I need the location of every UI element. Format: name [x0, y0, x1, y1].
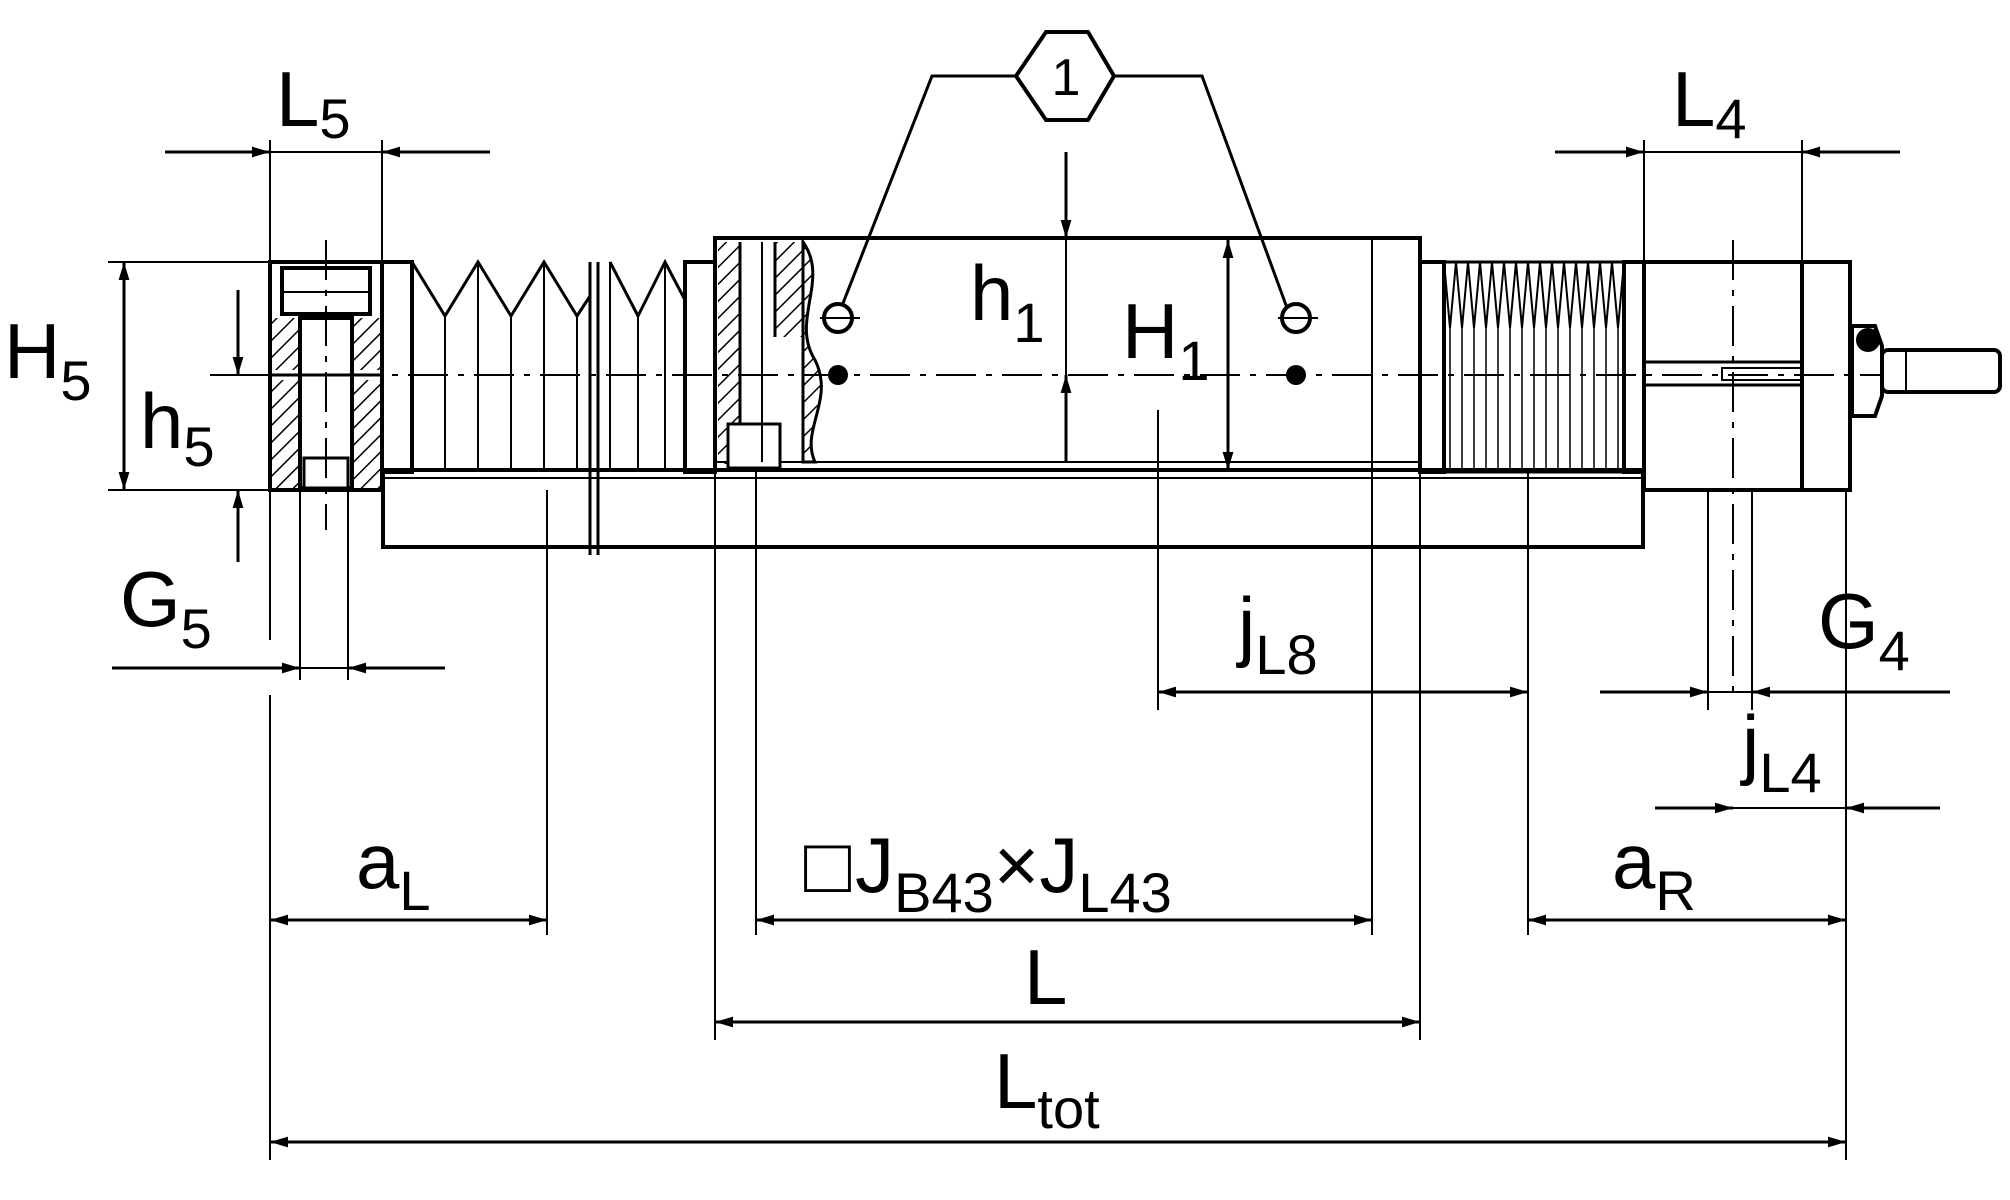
drive-shaft	[1880, 348, 2002, 394]
label-J-tolerance: □JB43×JL43	[804, 821, 1172, 924]
label-h5: h5	[140, 377, 215, 478]
device-body	[268, 236, 2002, 555]
label-H5: H5	[4, 307, 92, 412]
label-L: L	[1024, 933, 1067, 1021]
callout-number: 1	[1052, 49, 1081, 107]
center-lines	[210, 240, 1880, 700]
label-Ltot: Ltot	[994, 1037, 1100, 1140]
label-jL4: jL4	[1740, 699, 1822, 804]
label-L4: L4	[1672, 55, 1747, 150]
left-bellows	[410, 259, 592, 319]
label-G5: G5	[120, 555, 212, 660]
callout-1: 1	[820, 30, 1318, 385]
right-bellows	[1443, 261, 1625, 329]
drive-nut	[1850, 324, 1884, 418]
label-L5: L5	[276, 55, 351, 150]
base-rail	[381, 468, 1645, 549]
label-aR: aR	[1612, 817, 1696, 922]
label-h1: h1	[970, 249, 1045, 354]
extension-lines	[108, 140, 1847, 1160]
dimension-lines	[112, 146, 1950, 1148]
label-G4: G4	[1818, 577, 1910, 682]
label-H1: H1	[1122, 287, 1210, 392]
label-aL: aL	[356, 817, 431, 922]
dimension-labels: L5 L4 H5 h5 h1 H1 G5 G4 jL8 jL4 aL aR □J…	[4, 55, 1910, 1140]
label-jL8: jL8	[1236, 581, 1318, 686]
